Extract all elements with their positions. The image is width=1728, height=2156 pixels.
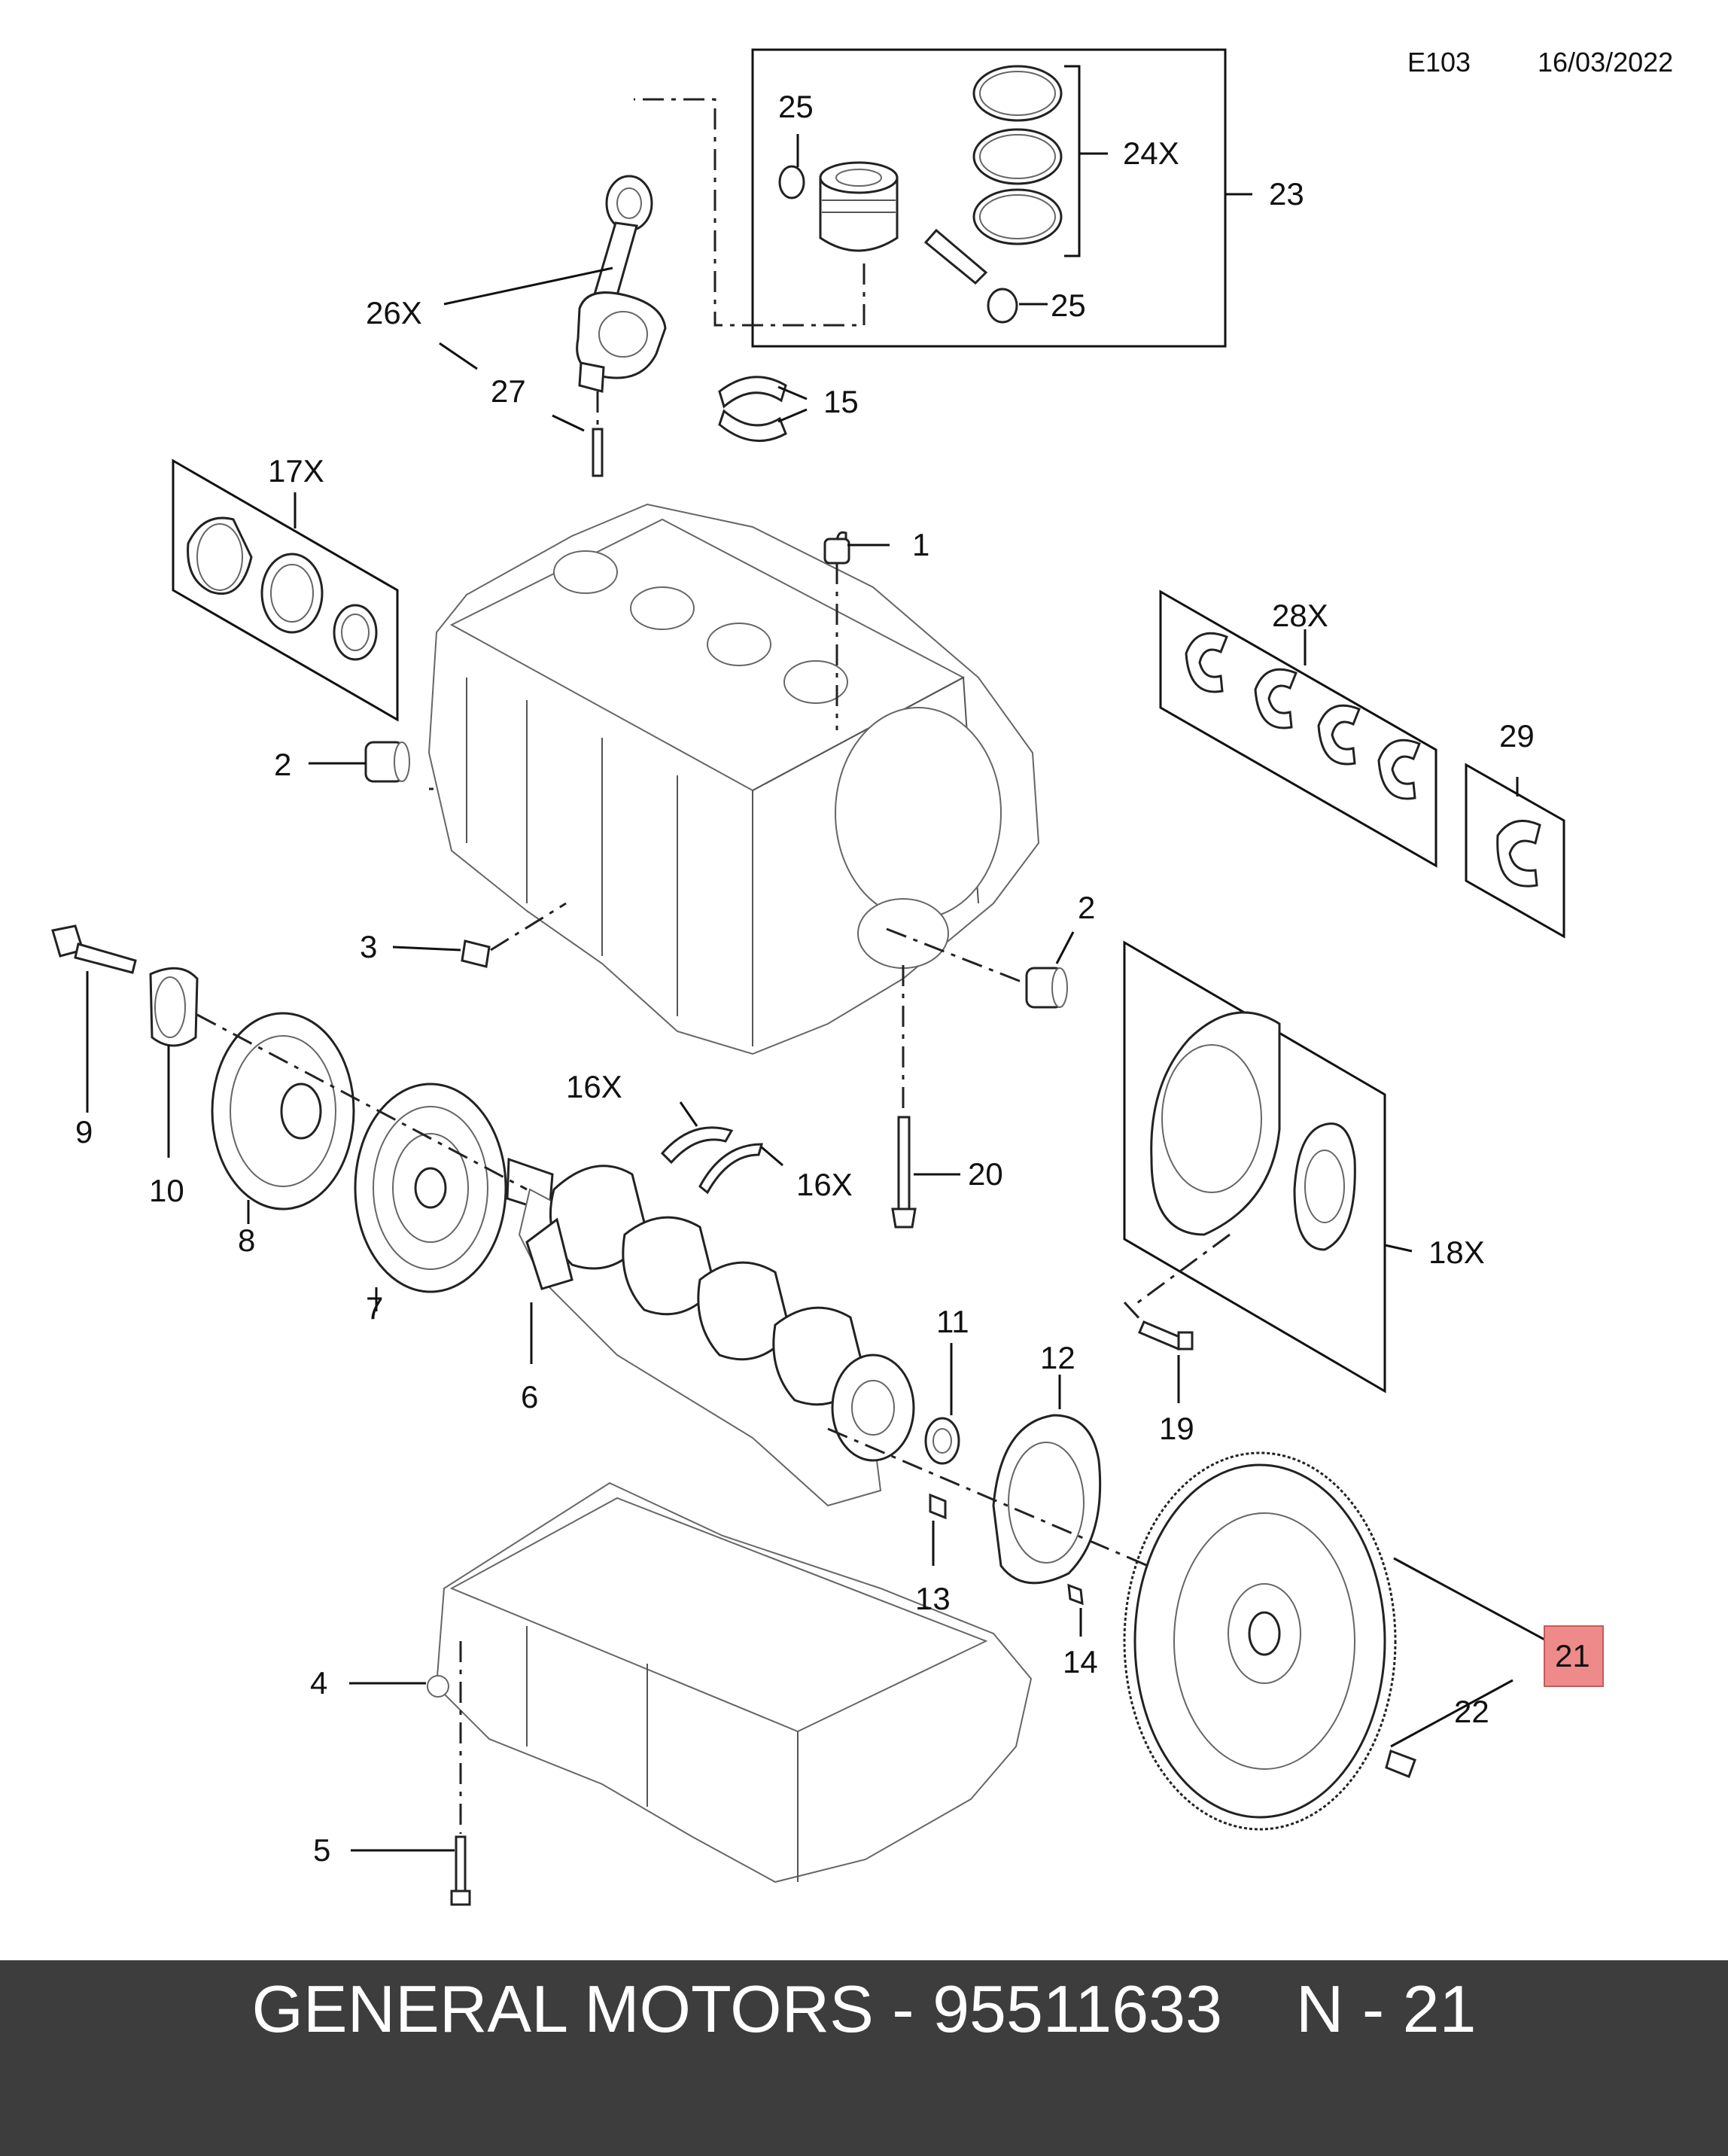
callout-9: 9 bbox=[75, 1114, 93, 1150]
piston-pin-icon bbox=[923, 228, 988, 285]
rear-seal-box bbox=[1123, 940, 1413, 1393]
callout-4: 4 bbox=[310, 1665, 327, 1701]
callout-20: 20 bbox=[968, 1156, 1003, 1192]
callout-7: 7 bbox=[366, 1290, 383, 1326]
callout-22: 22 bbox=[1454, 1694, 1489, 1729]
diagram-date: 16/03/2022 bbox=[1538, 47, 1674, 78]
footer-gap bbox=[1222, 1972, 1296, 2046]
callout-25-bottom: 25 bbox=[1051, 288, 1086, 323]
rod-bearing bbox=[718, 376, 808, 443]
callout-3: 3 bbox=[360, 929, 377, 964]
callout-15: 15 bbox=[823, 384, 859, 419]
bolt-20 bbox=[891, 965, 960, 1229]
exploded-engine-diagram: 1 2 2 3 4 5 6 7 8 9 10 11 12 13 14 15 16… bbox=[51, 48, 1604, 1906]
bushing-right bbox=[886, 927, 1075, 1009]
reluctor-ring bbox=[992, 1375, 1102, 1637]
part-number: 95511633 bbox=[932, 1972, 1223, 2046]
callout-6: 6 bbox=[521, 1379, 538, 1414]
callout-16x-bottom: 16X bbox=[796, 1167, 853, 1202]
callout-24x: 24X bbox=[1123, 136, 1179, 171]
pilot-bearing bbox=[924, 1343, 960, 1566]
footer-title: GENERAL MOTORS - 95511633 N - 21 bbox=[0, 1960, 1728, 2058]
circlip-icon bbox=[778, 165, 805, 199]
main-bearing-box bbox=[1159, 589, 1437, 868]
callout-17x: 17X bbox=[268, 453, 324, 489]
callout-29: 29 bbox=[1499, 718, 1535, 754]
diagram-code: E103 bbox=[1407, 47, 1471, 78]
callout-14: 14 bbox=[1063, 1644, 1098, 1679]
footer-separator: - bbox=[873, 1972, 933, 2046]
callout-23: 23 bbox=[1269, 176, 1304, 212]
seal-kit-box bbox=[172, 458, 444, 790]
callout-2-left: 2 bbox=[274, 747, 291, 782]
bushing-left bbox=[309, 741, 410, 783]
flywheel bbox=[827, 1427, 1548, 1831]
callout-2-right: 2 bbox=[1078, 890, 1095, 925]
pulleys bbox=[51, 924, 528, 1311]
callout-25-top: 25 bbox=[778, 89, 814, 124]
bolt-19 bbox=[1123, 1301, 1194, 1403]
thrust-bearing-box bbox=[1465, 763, 1565, 939]
thrust-washers bbox=[660, 1101, 783, 1195]
brand-name: GENERAL MOTORS bbox=[251, 1972, 874, 2046]
callout-13: 13 bbox=[915, 1581, 951, 1616]
callout-21: 21 bbox=[1555, 1638, 1590, 1673]
diagram-reference: N - 21 bbox=[1295, 1972, 1477, 2046]
callout-16x-top: 16X bbox=[566, 1069, 622, 1104]
callout-8: 8 bbox=[238, 1223, 255, 1258]
connecting-rod bbox=[439, 175, 667, 477]
callout-27: 27 bbox=[491, 373, 526, 409]
callout-1: 1 bbox=[912, 527, 929, 562]
callout-18x: 18X bbox=[1428, 1235, 1485, 1270]
bolt-3 bbox=[392, 902, 567, 968]
callout-28x: 28X bbox=[1272, 598, 1328, 633]
footer-bar: GENERAL MOTORS - 95511633 N - 21 bbox=[0, 1960, 1728, 2156]
callout-19: 19 bbox=[1159, 1411, 1194, 1446]
callout-11: 11 bbox=[936, 1304, 969, 1339]
lower-crankcase bbox=[349, 1481, 1033, 1906]
callout-12: 12 bbox=[1040, 1340, 1075, 1375]
engine-block bbox=[427, 503, 1040, 1055]
callout-26x: 26X bbox=[366, 295, 422, 330]
callout-10: 10 bbox=[149, 1173, 184, 1208]
crankshaft bbox=[506, 1157, 915, 1507]
callout-5: 5 bbox=[313, 1832, 330, 1868]
highlight-21 bbox=[1544, 1625, 1604, 1687]
piston-icon bbox=[819, 176, 899, 252]
piston-kit-box bbox=[634, 48, 1252, 348]
circlip-icon bbox=[987, 288, 1018, 324]
plug-icon bbox=[823, 537, 850, 565]
